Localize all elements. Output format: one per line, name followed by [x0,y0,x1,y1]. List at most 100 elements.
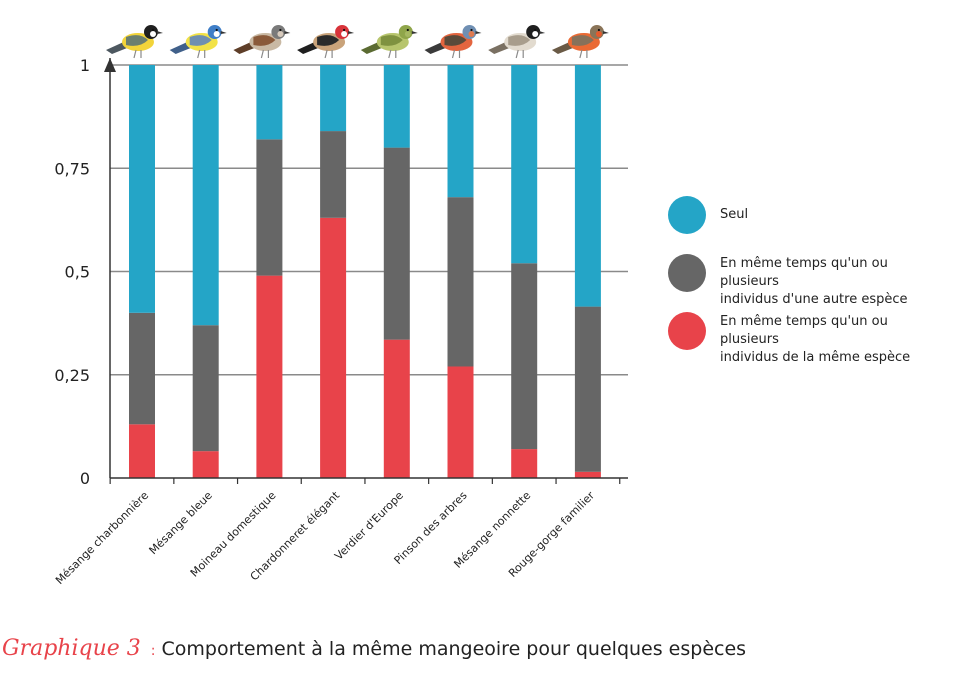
marsh-tit-icon [488,25,546,59]
bar-segment-meme-espece [383,339,410,478]
legend-label-line: individus de la même espèce [720,350,911,365]
legend-item-meme-espece: En même temps qu'un ou plusieurs individ… [668,312,945,367]
legend-label-autre-espece: En même temps qu'un ou plusieurs individ… [720,254,945,309]
legend-item-autre-espece: En même temps qu'un ou plusieurs individ… [668,254,945,309]
y-tick-label: 0,75 [54,159,90,178]
goldfinch-icon [297,25,355,59]
legend-label-line: En même temps qu'un ou plusieurs [720,256,888,289]
grid-lines [110,64,628,376]
bird-wing [444,35,467,46]
bars [129,65,601,478]
bird-eye [534,28,537,32]
bar-segment-autre-espece [256,139,283,276]
bird-cheek [468,31,475,37]
legend-swatch-seul [668,196,706,234]
bar-segment-seul [574,65,601,307]
bar-segment-seul [383,65,410,148]
legend-swatch-autre-espece [668,254,706,292]
bar-segment-meme-espece [511,449,538,478]
bar-segment-autre-espece [383,147,410,340]
legend-label-seul: Seul [720,196,945,224]
bird-wing [571,35,594,46]
bird-legs [579,49,588,59]
bar-segment-seul [447,65,474,198]
bar-segment-autre-espece [320,131,347,218]
bird-cheek [277,31,284,37]
bar-segment-autre-espece [574,306,601,472]
bar-segment-seul [192,65,219,326]
bar-segment-meme-espece [574,471,601,478]
bird-wing [508,35,531,46]
axes [104,58,628,484]
bar-segment-autre-espece [447,197,474,367]
bar-segment-autre-espece [511,263,538,450]
x-tick-label: Mésange charbonnière [53,489,151,587]
bar-segment-meme-espece [129,424,155,478]
bird-eye [215,28,218,32]
bar-segment-seul [129,65,155,313]
bird-cheek [404,31,411,37]
bird-beak [411,31,418,34]
bird-legs [451,49,461,59]
y-axis-arrow [104,58,116,72]
x-tick-label: Verdier d'Europe [332,489,406,563]
y-tick-label: 1 [80,56,90,75]
x-tick-label: Mésange bleue [147,489,215,557]
bird-cheek [595,31,602,37]
y-tick-labels: 0 0,25 0,5 0,75 1 [54,56,90,488]
bar-segment-autre-espece [192,325,219,452]
bird-legs [388,49,397,59]
bar-segment-autre-espece [129,312,155,425]
bird-beak [602,31,609,34]
bird-legs [133,49,142,59]
robin-icon [551,25,609,59]
house-sparrow-icon [233,25,291,59]
bird-eye [151,28,155,32]
bird-icons [106,25,609,59]
legend-label-line: Seul [720,207,749,222]
blue-tit-icon [169,25,227,59]
bird-cheek [150,31,156,37]
bird-wing [317,35,340,46]
y-tick-label: 0,25 [54,366,90,385]
legend-label-meme-espece: En même temps qu'un ou plusieurs individ… [720,312,945,367]
bird-beak [284,31,291,34]
bird-wing [189,35,212,46]
y-tick-label: 0,5 [65,263,90,282]
bar-segment-seul [511,65,538,264]
bird-wing [253,35,276,46]
caption-prefix: Graphique 3 [2,636,141,661]
legend-item-seul: Seul [668,196,945,234]
bird-wing [126,35,148,46]
bird-beak [348,31,355,34]
greenfinch-icon [360,25,418,59]
bar-segment-meme-espece [447,366,474,478]
bird-wing [380,35,403,46]
bird-legs [260,49,269,59]
legend-swatch-meme-espece [668,312,706,350]
bird-beak [539,31,546,34]
chaffinch-icon [424,25,482,59]
bird-beak [475,31,482,34]
bird-legs [324,49,333,59]
bird-beak [157,31,163,34]
bar-segment-meme-espece [320,217,347,478]
bird-legs [197,49,206,59]
bar-segment-seul [320,65,347,132]
bar-segment-seul [256,65,283,140]
caption-separator: : [150,643,156,659]
bird-eye [470,28,473,32]
chart-caption: Graphique 3:Comportement à la même mange… [2,636,746,661]
bird-cheek [213,31,220,37]
bird-beak [220,31,227,34]
legend-label-line: individus d'une autre espèce [720,292,908,307]
legend-label-line: En même temps qu'un ou plusieurs [720,314,888,347]
bird-eye [597,28,600,32]
bird-eye [279,28,282,32]
great-tit-icon [106,25,163,59]
bar-segment-meme-espece [256,275,283,478]
bar-segment-meme-espece [192,451,219,478]
y-tick-label: 0 [80,469,90,488]
